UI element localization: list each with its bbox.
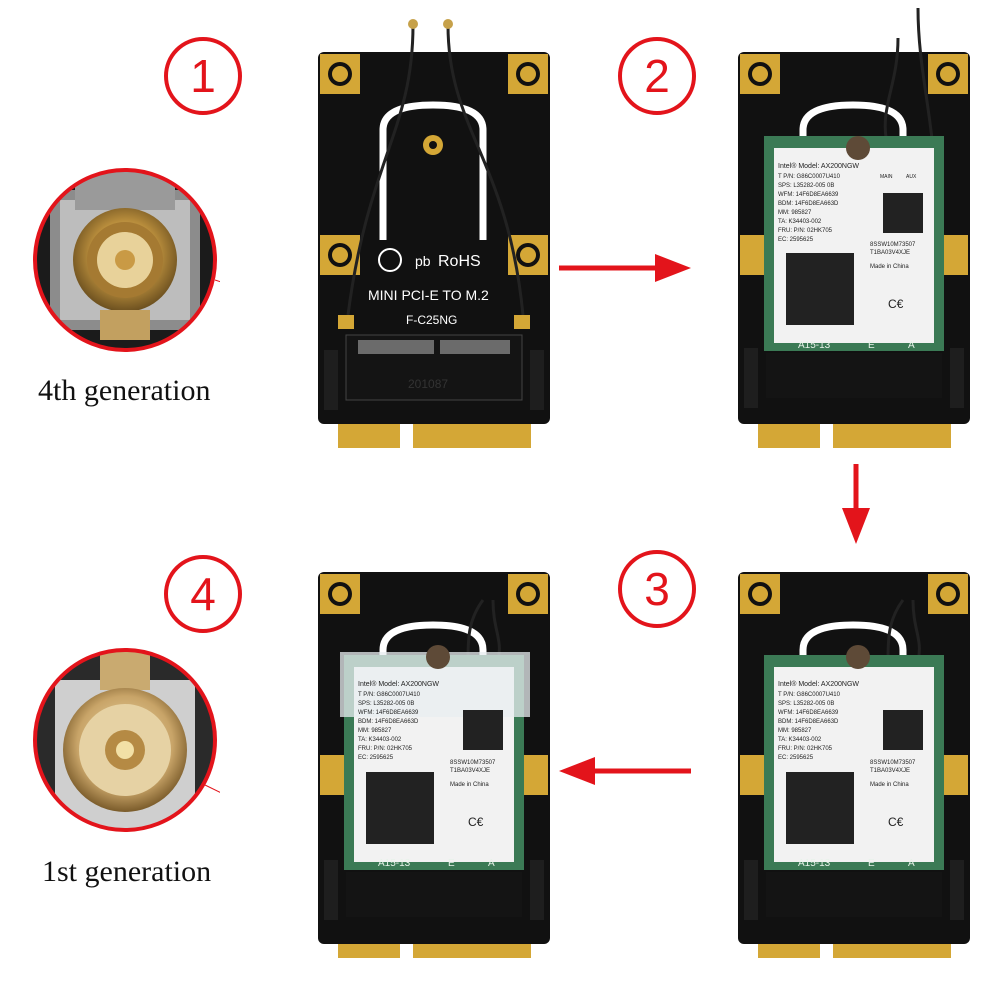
ce-mark-icon: C€: [888, 297, 904, 311]
card-line: TA: K34403-002: [778, 737, 822, 743]
card-model: Intel® Model: AX200NGW: [358, 680, 439, 688]
card-line: SPS: L35282-005 0B: [778, 183, 834, 189]
board-title-text: MINI PCI-E TO M.2: [368, 287, 489, 303]
board-rohs-text: RoHS: [438, 253, 481, 270]
card-aux-label: AUX: [906, 174, 917, 180]
card-made-in: Made in China: [870, 782, 909, 788]
card-model: Intel® Model: AX200NGW: [778, 680, 859, 688]
arrow-left-icon: [559, 757, 691, 785]
datamatrix-icon: [786, 772, 854, 844]
qr-code-icon: [883, 193, 923, 233]
card-line: FRU: P/N: 02HK705: [778, 228, 833, 234]
card-key-e: E: [448, 858, 455, 869]
card-key-e: E: [868, 340, 875, 351]
card-id: 8SSW10M73507: [450, 760, 496, 766]
adapter-board-step4: Intel® Model: AX200NGW T P/N: G86C0007U4…: [318, 572, 550, 958]
step-3-marker: 3: [618, 550, 696, 628]
card-line: EC: 2595625: [358, 755, 394, 761]
card-key-a: A: [908, 858, 915, 869]
card-main-label: MAIN: [880, 174, 893, 180]
datamatrix-icon: [366, 772, 434, 844]
arrow-right-icon: [559, 254, 691, 282]
board-silk-code: 201087: [408, 377, 448, 391]
card-line: TA: K34403-002: [358, 737, 402, 743]
card-line: BDM: 14F6D8EA663D: [778, 719, 839, 725]
qr-code-icon: [883, 710, 923, 750]
card-model: Intel® Model: AX200NGW: [778, 162, 859, 170]
card-id: T1BA03V4XJE: [450, 768, 490, 774]
card-line: MM: 985827: [778, 210, 812, 216]
card-key-e: E: [868, 858, 875, 869]
card-id: T1BA03V4XJE: [870, 250, 910, 256]
step-number: 4: [190, 568, 216, 620]
card-line: EC: 2595625: [778, 237, 814, 243]
card-id: 8SSW10M73507: [870, 242, 916, 248]
card-line: BDM: 14F6D8EA663D: [778, 201, 839, 207]
card-id: T1BA03V4XJE: [870, 768, 910, 774]
card-connector-code: A15-13: [798, 858, 831, 869]
card-line: T P/N: G86C0007U410: [778, 692, 841, 698]
card-line: T P/N: G86C0007U410: [778, 174, 841, 180]
card-line: FRU: P/N: 02HK705: [778, 746, 833, 752]
card-made-in: Made in China: [870, 264, 909, 270]
card-line: FRU: P/N: 02HK705: [358, 746, 413, 752]
ce-mark-icon: C€: [888, 815, 904, 829]
connector-1st-gen-zoom: [33, 648, 220, 832]
card-id: 8SSW10M73507: [870, 760, 916, 766]
card-key-a: A: [908, 340, 915, 351]
card-line: SPS: L35282-005 0B: [358, 701, 414, 707]
card-connector-code: A15-13: [378, 858, 411, 869]
card-made-in: Made in China: [450, 782, 489, 788]
caption-4th-generation: 4th generation: [38, 374, 211, 407]
card-connector-code: A15-13: [798, 340, 831, 351]
adapter-board-step1: pb RoHS MINI PCI-E TO M.2 F-C25NG 201087: [318, 19, 550, 448]
adapter-board-step3: Intel® Model: AX200NGW T P/N: G86C0007U4…: [738, 572, 970, 958]
adapter-board-step2: Intel® Model: AX200NGW T P/N: G86C0007U4…: [738, 8, 970, 448]
card-line: MM: 985827: [778, 728, 812, 734]
board-model-text: F-C25NG: [406, 313, 457, 327]
card-line: TA: K34403-002: [778, 219, 822, 225]
card-line: SPS: L35282-005 0B: [778, 701, 834, 707]
step-4-marker: 4: [164, 555, 242, 633]
card-key-a: A: [488, 858, 495, 869]
card-line: T P/N: G86C0007U410: [358, 692, 421, 698]
card-line: BDM: 14F6D8EA663D: [358, 719, 419, 725]
qr-code-icon: [463, 710, 503, 750]
step-2-marker: 2: [618, 37, 696, 115]
card-line: WFM: 14F6D8EA6639: [778, 192, 839, 198]
connector-4th-gen-zoom: [33, 168, 220, 352]
step-1-marker: 1: [164, 37, 242, 115]
card-line: MM: 985827: [358, 728, 392, 734]
datamatrix-icon: [786, 253, 854, 325]
card-line: EC: 2595625: [778, 755, 814, 761]
step-number: 3: [644, 563, 670, 615]
board-brand-text: pb: [415, 253, 431, 269]
caption-1st-generation: 1st generation: [42, 855, 212, 888]
ce-mark-icon: C€: [468, 815, 484, 829]
step-number: 1: [190, 50, 216, 102]
card-line: WFM: 14F6D8EA6639: [778, 710, 839, 716]
step-number: 2: [644, 50, 670, 102]
card-line: WFM: 14F6D8EA6639: [358, 710, 419, 716]
arrow-down-icon: [842, 464, 870, 544]
